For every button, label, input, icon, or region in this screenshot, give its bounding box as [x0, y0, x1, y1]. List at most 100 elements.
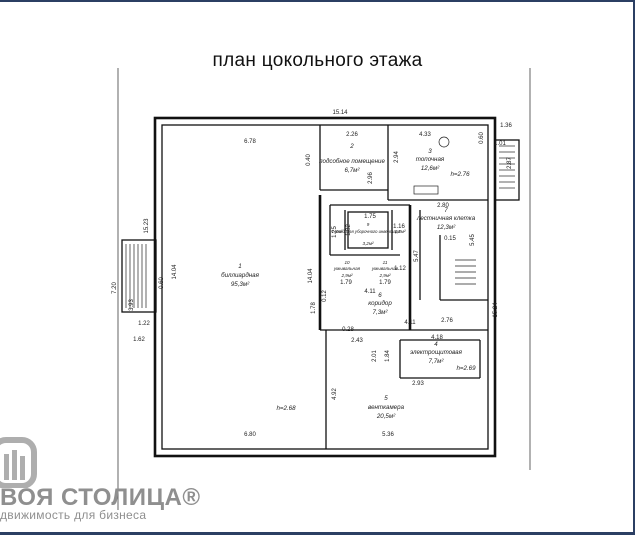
dim-060: 0.60: [479, 132, 485, 144]
room-1: 1 биллиардная 95,3м²: [221, 263, 259, 288]
svg-text:3,2м²: 3,2м²: [362, 241, 374, 246]
dim-125: 1.25: [332, 226, 338, 238]
room-4: 4 электрощитовая 7,7м² h=2.69: [410, 341, 476, 372]
dim-178: 1.78: [311, 302, 317, 314]
watermark-tagline: движимость для бизнеса: [0, 508, 147, 522]
dim-294: 2.94: [394, 151, 400, 163]
svg-text:2,9м²: 2,9м²: [340, 273, 353, 278]
room-11: 11 умывальная 2,9м²: [371, 260, 399, 278]
dim-393: 3.93: [129, 299, 135, 311]
dim-293: 2.93: [412, 381, 424, 387]
dim-545: 5.45: [470, 234, 476, 246]
dim-162: 1.62: [133, 337, 145, 343]
svg-text:11: 11: [383, 260, 388, 265]
watermark-logo-icon: [0, 437, 37, 488]
room-9: 9 кладовая уборочного инвентаря 3,2м²: [336, 222, 401, 246]
svg-text:подсобное помещение: подсобное помещение: [319, 158, 385, 165]
room-labels: 1 биллиардная 95,3м² h=2.68 2 подсобное …: [221, 143, 476, 420]
svg-text:4: 4: [434, 341, 438, 348]
svg-text:2: 2: [349, 143, 354, 150]
dim-015: 0.15: [444, 236, 456, 242]
dim-122: 1.22: [138, 321, 150, 327]
room-1-height: h=2.68: [276, 405, 296, 412]
dim-547: 5.47: [414, 250, 420, 262]
svg-text:h=2.69: h=2.69: [456, 365, 476, 372]
dim-116: 1.16: [393, 224, 405, 230]
svg-text:биллиардная: биллиардная: [221, 272, 259, 279]
svg-text:лестничная клетка: лестничная клетка: [416, 215, 476, 222]
dim-175: 1.75: [364, 214, 376, 220]
dim-1404: 14.04: [172, 264, 178, 280]
dim-226: 2.26: [346, 132, 358, 138]
dim-411: 4.11: [364, 289, 376, 295]
svg-text:7: 7: [444, 207, 448, 214]
frame-top-border: [0, 0, 635, 2]
room-2: 2 подсобное помещение 6,7м²: [319, 143, 385, 174]
dim-101: 1.01: [494, 141, 506, 147]
svg-text:7,7м²: 7,7м²: [429, 358, 445, 365]
interior-partitions: [318, 125, 488, 449]
svg-text:12,3м²: 12,3м²: [437, 224, 456, 231]
svg-text:коридор: коридор: [368, 300, 392, 307]
dim-040: 0.40: [306, 154, 312, 166]
room-7: 7 лестничная клетка 12,3м²: [416, 207, 476, 231]
dim-243: 2.43: [351, 338, 363, 344]
dim-028: 0.28: [342, 327, 354, 333]
dimension-labels: 15.14 6.78 2.26 4.33 1.36 0.60 1.01 2.87…: [112, 110, 513, 438]
dim-136: 1.36: [500, 123, 512, 129]
svg-text:топочная: топочная: [416, 156, 445, 163]
dim-536: 5.36: [382, 432, 394, 438]
dim-287: 2.87: [507, 157, 513, 169]
small-area-right: 1,3м²: [394, 229, 406, 234]
dim-296: 2.96: [368, 172, 374, 184]
outer-wall: [153, 116, 497, 458]
svg-text:5: 5: [384, 395, 388, 402]
right-entrance-stairs: [494, 139, 520, 201]
dim-012: 0.12: [322, 290, 328, 302]
dim-492: 4.92: [332, 388, 338, 400]
svg-text:3: 3: [428, 148, 432, 155]
svg-text:умывальная: умывальная: [333, 266, 361, 271]
dim-1404b: 14.04: [308, 268, 314, 284]
room-10: 10 умывальная 2,9м²: [333, 260, 361, 278]
dim-184: 1.84: [385, 350, 391, 362]
dim-678: 6.78: [244, 139, 256, 145]
svg-text:умывальная: умывальная: [371, 266, 399, 271]
dim-1523: 15.23: [144, 218, 150, 234]
svg-text:12,6м²: 12,6м²: [421, 165, 440, 172]
svg-text:95,3м²: 95,3м²: [231, 281, 250, 288]
svg-text:электрощитовая: электрощитовая: [410, 349, 463, 356]
dim-total-width: 15.14: [332, 110, 348, 116]
dim-1524: 15.24: [493, 302, 499, 318]
dim-680: 6.80: [244, 432, 256, 438]
room-5: 5 венткамера 20,5м²: [368, 395, 405, 420]
dim-201: 2.01: [372, 350, 378, 362]
dim-280: 2.80: [437, 203, 449, 209]
dim-720: 7.20: [112, 282, 118, 294]
svg-text:7,3м²: 7,3м²: [373, 309, 389, 316]
svg-text:6,7м²: 6,7м²: [345, 167, 361, 174]
dim-179b: 1.79: [379, 280, 391, 286]
svg-text:20,5м²: 20,5м²: [376, 413, 396, 420]
dim-0600: 0.60: [159, 277, 165, 289]
svg-text:10: 10: [344, 260, 350, 265]
dim-179: 1.79: [340, 280, 352, 286]
watermark-brand-name: ВОЯ СТОЛИЦА®: [0, 484, 201, 511]
svg-text:6: 6: [378, 292, 382, 299]
svg-text:венткамера: венткамера: [368, 404, 405, 411]
svg-text:кладовая уборочного инвентаря: кладовая уборочного инвентаря: [336, 229, 401, 234]
frame-right-border: [633, 0, 635, 535]
frame-bottom-border: [0, 532, 635, 535]
dim-276: 2.76: [441, 318, 453, 324]
svg-text:1: 1: [238, 263, 241, 270]
svg-text:h=2.76: h=2.76: [450, 171, 470, 178]
dim-182: 1.82: [346, 224, 352, 236]
plan-title: план цокольного этажа: [212, 50, 423, 71]
svg-text:2,9м²: 2,9м²: [378, 273, 391, 278]
svg-text:9: 9: [367, 222, 370, 227]
outer-wall-inner: [161, 124, 489, 450]
small-area-left: 1,4м²: [331, 229, 343, 234]
room-3: 3 топочная 12,6м² h=2.76: [416, 148, 470, 178]
dim-433: 4.33: [419, 132, 431, 138]
left-entrance-stairs: [121, 239, 157, 313]
